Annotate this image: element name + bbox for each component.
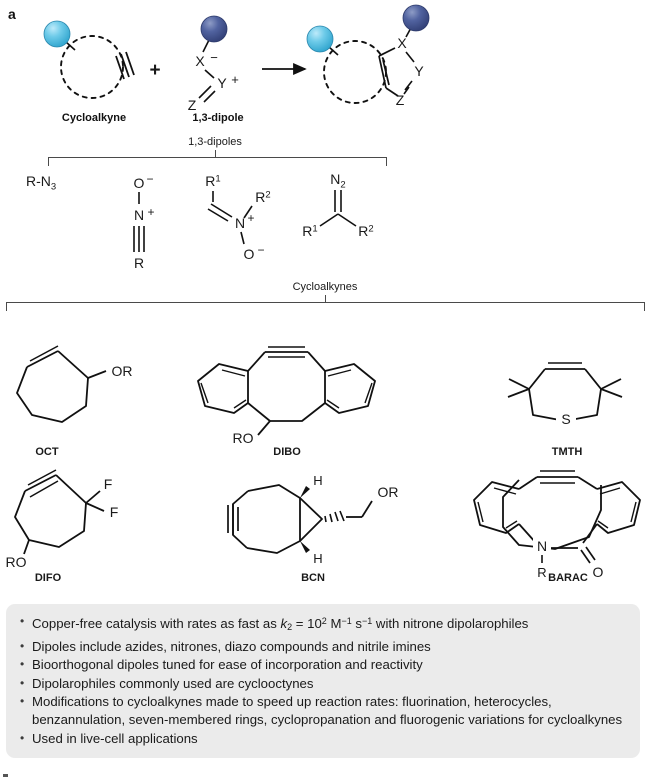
summary-bullet-0: Copper-free catalysis with rates as fast…: [16, 613, 630, 637]
nitrile-oxide-n: N: [134, 207, 144, 223]
atom-y: Y: [217, 75, 227, 91]
bullet-text-rate: Copper-free catalysis with rates as fast…: [32, 616, 529, 632]
dibo-substituent: RO: [233, 430, 254, 446]
nitrone-n-charge: +: [247, 211, 254, 225]
nitrone-n: N: [235, 215, 245, 231]
structure-dibo: RO DIBO: [197, 346, 376, 458]
summary-bullet-1: Dipoles include azides, nitrones, diazo …: [16, 638, 630, 656]
diazo-r2: R2: [358, 223, 373, 239]
bcn-h-wedge-top: [300, 486, 310, 498]
atom-x: X: [195, 53, 205, 69]
summary-bullet-4: Modifications to cycloalkynes made to sp…: [16, 693, 630, 728]
oct-substituent: OR: [112, 363, 133, 379]
dipole-structures: R-N3 O − N + R R1 N + R2 O: [0, 160, 651, 275]
structure-nitrile-oxide: O − N + R: [133, 172, 155, 271]
panel-label: a: [8, 6, 16, 22]
charge-plus: +: [231, 72, 239, 87]
summary-bullet-2: Bioorthogonal dipoles tuned for ease of …: [16, 656, 630, 674]
barac-oxygen: O: [593, 564, 604, 580]
structure-oct: OR OCT: [16, 345, 133, 458]
diazo-n2: N2: [330, 171, 345, 191]
reaction-scheme: + X − Y + Z: [0, 4, 651, 134]
nitrile-oxide-o: O: [134, 175, 145, 191]
cycloalkynes-bracket-stem: [325, 295, 326, 302]
structure-tmth: S TMTH: [507, 362, 623, 458]
cycloalkyne-reactant-structure: [43, 20, 135, 99]
dipole-structures-svg: R-N3 O − N + R R1 N + R2 O: [26, 171, 374, 271]
nitrone-o-charge: −: [257, 243, 264, 257]
summary-box: Copper-free catalysis with rates as fast…: [6, 604, 640, 759]
bcn-hashed-bond: [324, 510, 345, 523]
nitrone-o: O: [244, 246, 255, 262]
atom-z: Z: [188, 97, 197, 113]
dipole-caption: 1,3-dipole: [192, 112, 244, 124]
structure-diazo: N2 R1 R2: [302, 171, 373, 239]
cycloalkynes-bracket-title: Cycloalkynes: [292, 281, 358, 293]
structure-azide: R-N3: [26, 173, 56, 193]
difo-label: DIFO: [35, 572, 62, 584]
barac-nitrogen: N: [537, 538, 547, 554]
summary-bullet-5: Used in live-cell applications: [16, 730, 630, 748]
nitrone-r2: R2: [255, 189, 270, 205]
nitrone-r1: R1: [205, 173, 220, 189]
difo-fluorine-2: F: [110, 504, 119, 520]
dipoles-bracket: [48, 157, 387, 166]
product-atom-x: X: [397, 35, 407, 51]
structure-difo: F F RO DIFO: [6, 469, 119, 584]
bcn-substituent: OR: [378, 484, 399, 500]
bcn-h-wedge-bottom: [300, 541, 310, 553]
charge-minus: −: [210, 50, 218, 65]
barac-n-substituent: R: [537, 565, 546, 580]
cycloalkynes-bracket: [6, 302, 645, 311]
tmth-label: TMTH: [552, 446, 583, 458]
cycloalkyne-structures: OR OCT RO DIBO: [0, 305, 651, 590]
tmth-heteroatom: S: [561, 411, 570, 427]
structure-bcn: H H OR BCN: [227, 473, 399, 584]
summary-bullet-3: Dipolarophiles commonly used are cyclooc…: [16, 675, 630, 693]
difo-substituent: RO: [6, 554, 27, 570]
cycloalkyne-caption: Cycloalkyne: [61, 112, 127, 124]
cycloalkyne-structures-svg: OR OCT RO DIBO: [6, 345, 641, 584]
nitrile-oxide-r: R: [134, 255, 144, 271]
dipole-reactant-structure: X − Y + Z: [188, 15, 239, 113]
nitrile-oxide-n-charge: +: [147, 205, 154, 219]
plus-sign: +: [149, 60, 160, 81]
nitrile-oxide-o-charge: −: [146, 172, 153, 186]
dipoles-bracket-title: 1,3-dipoles: [188, 136, 242, 148]
dibo-label: DIBO: [273, 446, 301, 458]
tag-sphere-dark: [200, 15, 228, 43]
structure-nitrone: R1 N + R2 O −: [205, 173, 270, 262]
barac-label: BARAC: [548, 572, 588, 584]
bcn-hydrogen-1: H: [313, 473, 322, 488]
dipoles-bracket-stem: [215, 150, 216, 157]
product-tag-sphere-light: [306, 25, 334, 53]
bcn-label: BCN: [301, 572, 325, 584]
product-atom-z: Z: [396, 92, 405, 108]
azide-formula: R-N3: [26, 173, 56, 193]
product-tag-sphere-dark: [402, 4, 430, 32]
oct-label: OCT: [35, 446, 59, 458]
diazo-r1: R1: [302, 223, 317, 239]
summary-bullet-list: Copper-free catalysis with rates as fast…: [16, 613, 630, 747]
cycloaddition-product-structure: X Y Z: [306, 4, 430, 108]
structure-barac: N R O BARAC: [473, 470, 641, 584]
product-atom-y: Y: [414, 63, 424, 79]
difo-fluorine-1: F: [104, 476, 113, 492]
reaction-scheme-svg: + X − Y + Z: [43, 4, 430, 113]
bcn-hydrogen-2: H: [313, 551, 322, 566]
crop-tick-mark: [3, 774, 8, 777]
tag-sphere-light: [43, 20, 71, 48]
